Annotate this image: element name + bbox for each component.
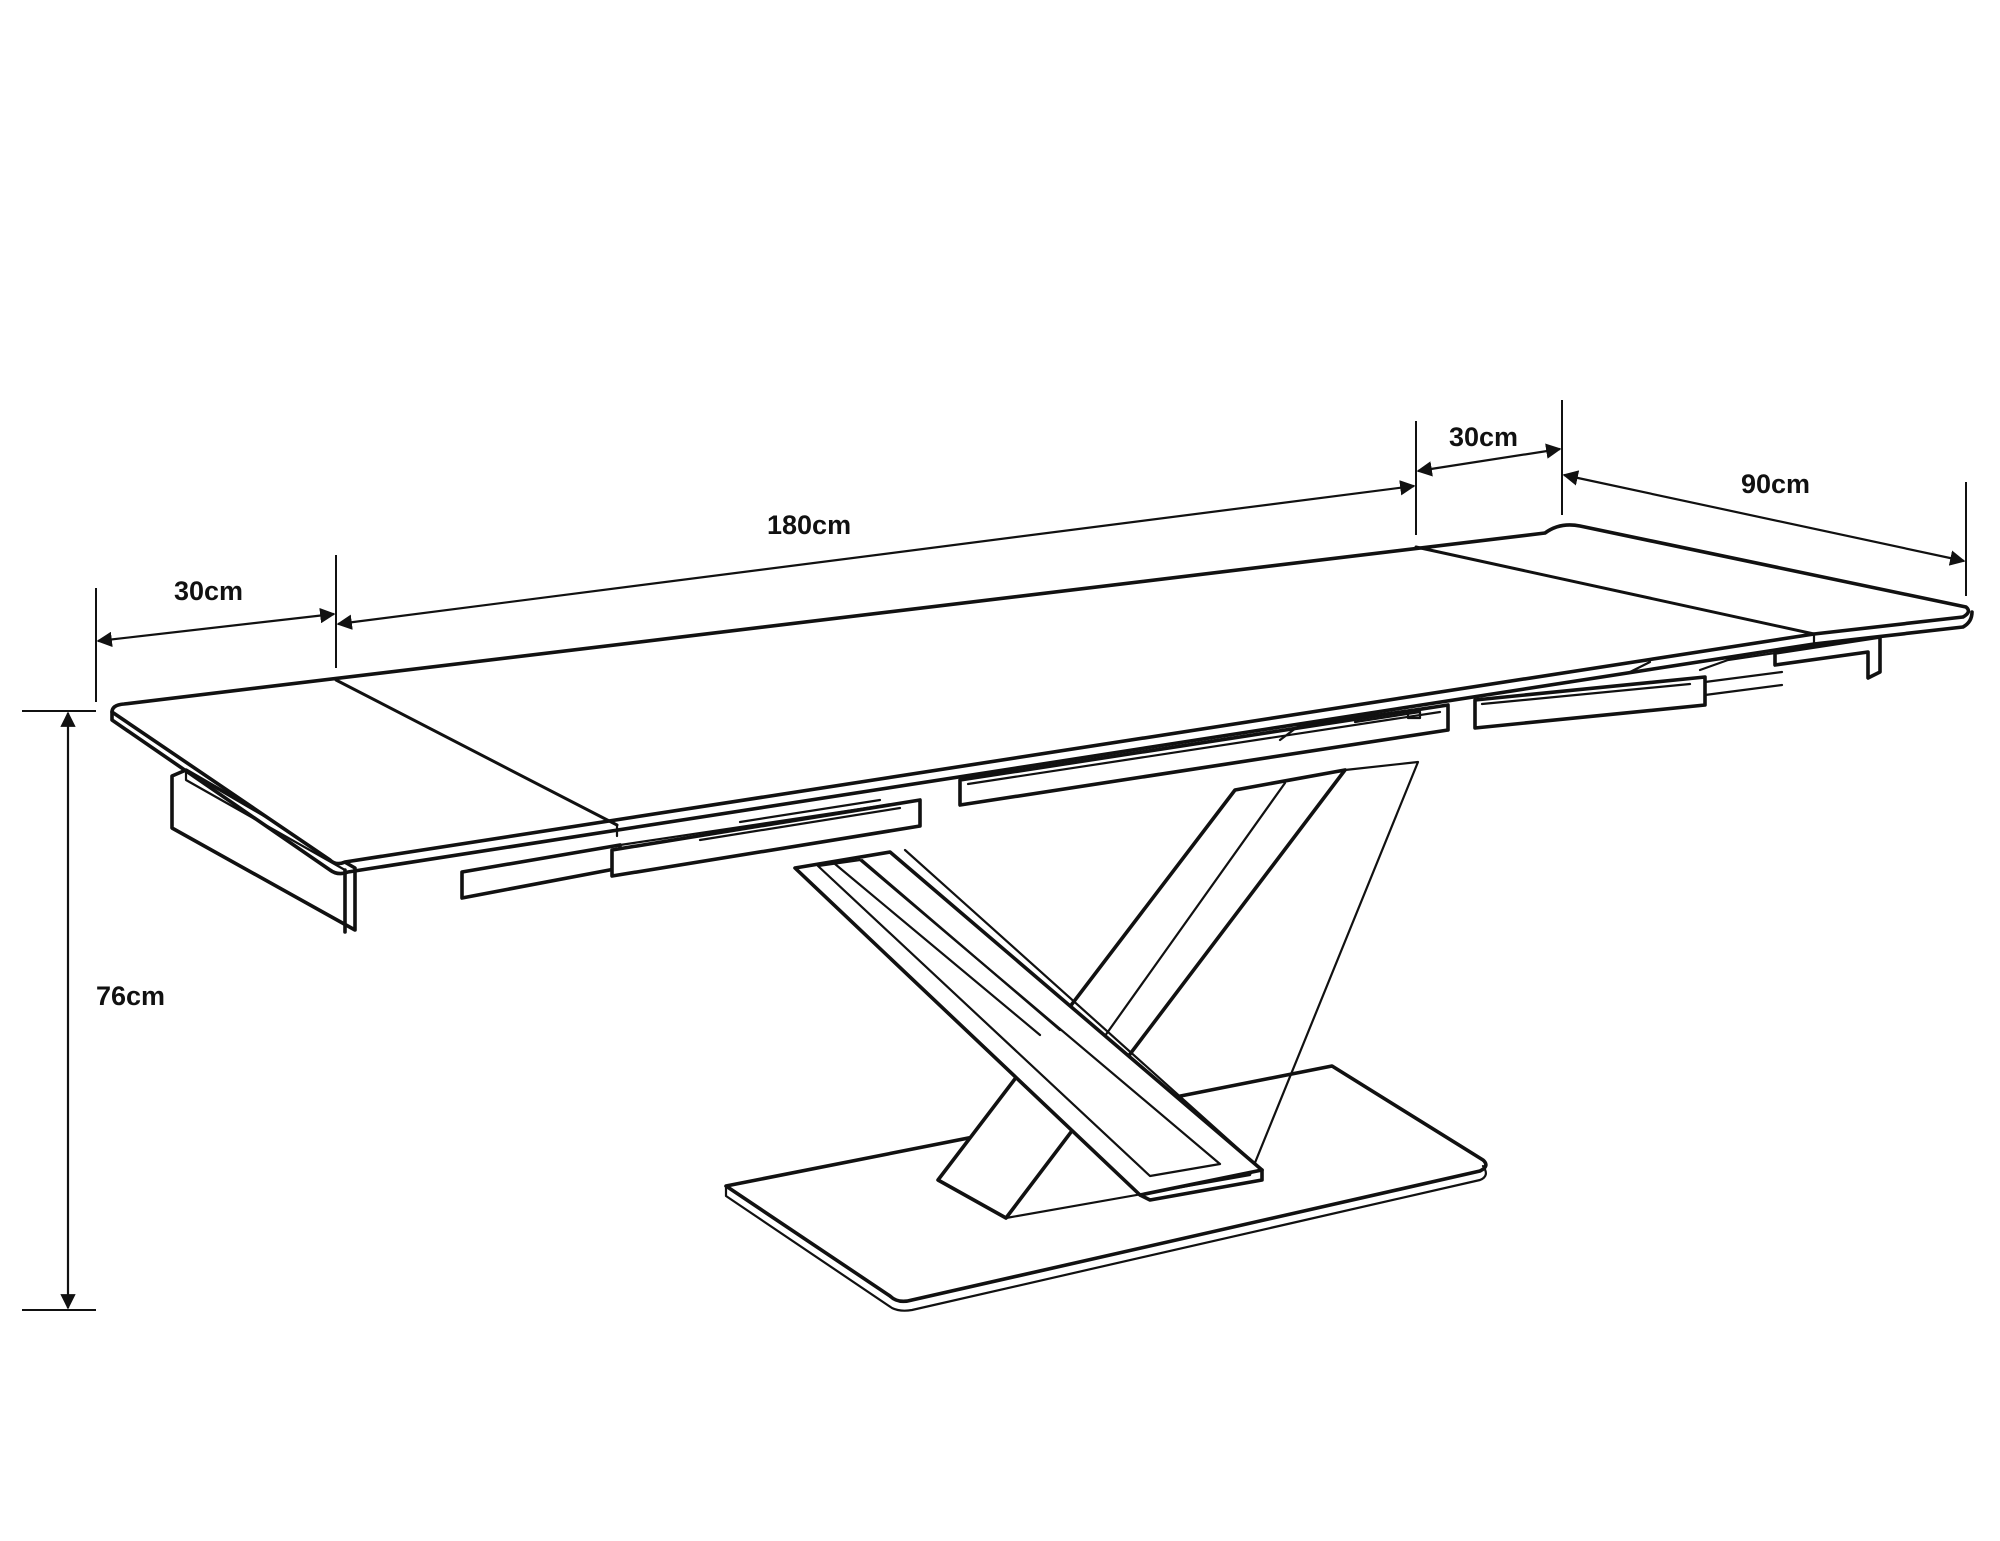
- dim-line-right-extension: [1416, 443, 1562, 477]
- table-top: [110, 523, 1974, 876]
- dim-line-depth: [1562, 470, 1966, 566]
- dim-line-main-length: [336, 480, 1416, 630]
- dim-label-height: 76cm: [96, 981, 165, 1011]
- dim-label-depth: 90cm: [1741, 469, 1810, 499]
- apron-rails: [170, 635, 1882, 934]
- dimensions: 30cm 180cm 30cm 90cm 76cm: [22, 400, 1967, 1311]
- dim-label-main-length: 180cm: [767, 510, 851, 540]
- dim-label-left-extension: 30cm: [174, 576, 243, 606]
- x-frame-leg: [793, 760, 1420, 1220]
- dim-label-right-extension: 30cm: [1449, 422, 1518, 452]
- base-plate: [724, 1064, 1488, 1312]
- dim-line-left-extension: [96, 607, 336, 648]
